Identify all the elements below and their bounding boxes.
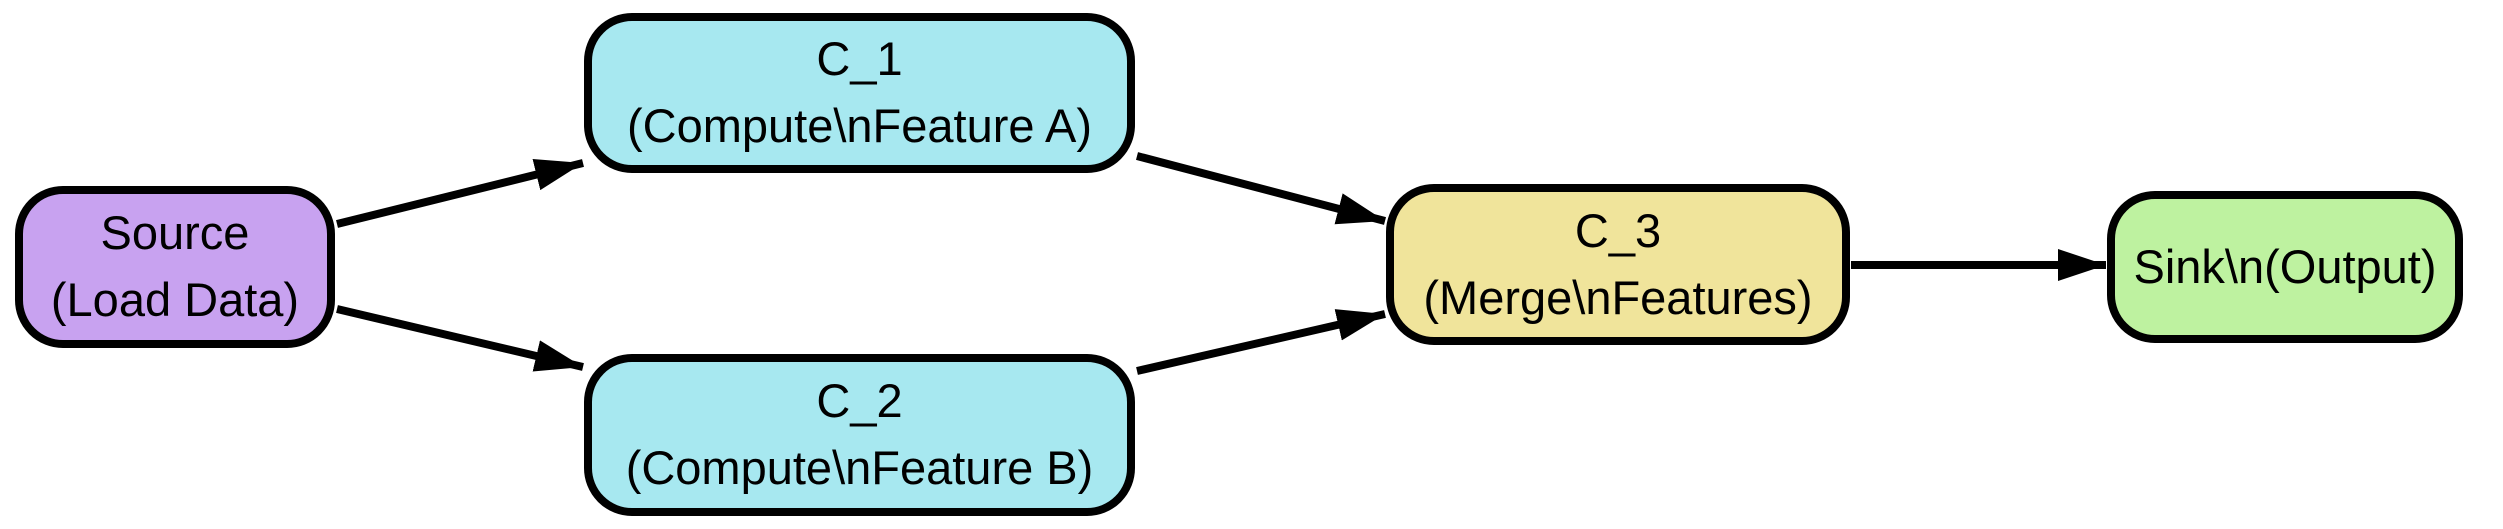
edge-c2-c3 [1136, 309, 1386, 375]
edge-c1-c3 [1135, 152, 1387, 225]
node-c1: C_1 (Compute\nFeature A) [584, 13, 1135, 173]
node-c3: C_3 (Merge\nFeatures) [1386, 184, 1850, 345]
node-source-subtitle: (Load Data) [50, 273, 300, 326]
node-c1-title: C_1 [816, 32, 903, 86]
edge-source-c1 [336, 159, 584, 228]
node-source: Source (Load Data) [15, 186, 335, 348]
edge-source-c2 [336, 305, 584, 372]
node-c2: C_2 (Compute\nFeature B) [584, 354, 1135, 516]
node-source-title: Source [100, 206, 250, 260]
node-c1-subtitle: (Compute\nFeature A) [627, 99, 1092, 152]
node-sink: Sink\n(Output) [2107, 191, 2463, 343]
node-sink-title: Sink\n(Output) [2133, 239, 2437, 293]
node-c3-subtitle: (Merge\nFeatures) [1423, 270, 1813, 324]
node-c3-title: C_3 [1574, 203, 1662, 257]
node-c2-subtitle: (Compute\nFeature B) [625, 441, 1094, 494]
node-c2-title: C_2 [816, 374, 903, 428]
